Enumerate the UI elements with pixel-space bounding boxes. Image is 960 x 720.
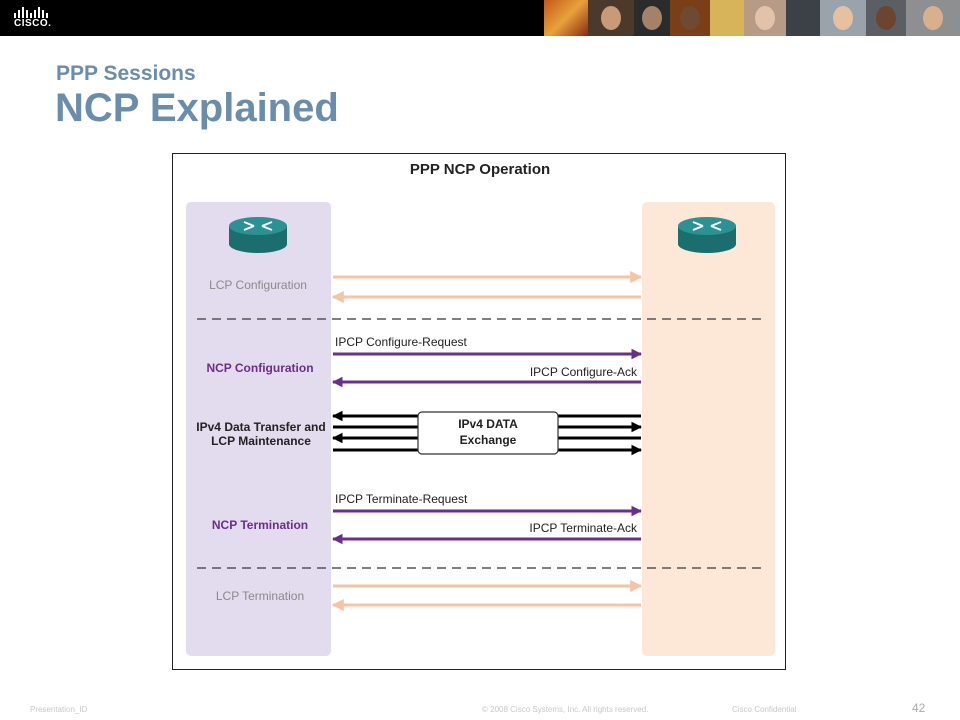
diagram-title: PPP NCP Operation xyxy=(410,161,550,178)
right-endpoint-column xyxy=(642,202,775,656)
right-router-icon xyxy=(678,217,736,253)
cisco-bridge-logo-icon xyxy=(14,7,48,18)
ncp-termination-label: NCP Termination xyxy=(212,518,308,532)
ipcp-configure-ack-label: IPCP Configure-Ack xyxy=(530,365,638,379)
diagram-canvas: PPP NCP Operation LCP Configuration NCP … xyxy=(186,161,775,656)
photo-pattern xyxy=(710,0,744,36)
cisco-wordmark: CISCO. xyxy=(14,18,52,29)
footer-presentation-id: Presentation_ID xyxy=(30,705,88,714)
slide-title: NCP Explained xyxy=(55,86,339,130)
footer-confidential: Cisco Confidential xyxy=(732,705,797,714)
photo-person xyxy=(906,0,960,36)
cisco-logo: CISCO. xyxy=(8,5,58,31)
data-transfer-label-line1: IPv4 Data Transfer and xyxy=(196,420,325,434)
ipcp-terminate-ack-label: IPCP Terminate-Ack xyxy=(529,521,638,535)
photo-person xyxy=(588,0,634,36)
ppp-ncp-operation-diagram: PPP NCP Operation LCP Configuration NCP … xyxy=(172,153,786,670)
left-endpoint-column xyxy=(186,202,331,656)
photo-person xyxy=(744,0,786,36)
people-photo-strip xyxy=(544,0,960,36)
ncp-configuration-label: NCP Configuration xyxy=(206,361,313,375)
photo-person xyxy=(820,0,866,36)
ipcp-configure-request-label: IPCP Configure-Request xyxy=(335,335,468,349)
ipv4-data-exchange-box xyxy=(417,411,559,455)
data-box-line2: Exchange xyxy=(460,433,517,447)
data-box-line1: IPv4 DATA xyxy=(458,417,518,431)
footer-copyright: © 2008 Cisco Systems, Inc. All rights re… xyxy=(482,705,649,714)
lcp-configuration-label: LCP Configuration xyxy=(209,278,307,292)
page-number: 42 xyxy=(912,701,926,715)
photo-person xyxy=(670,0,710,36)
lcp-termination-label: LCP Termination xyxy=(216,589,304,603)
photo-person xyxy=(634,0,670,36)
header-bar: CISCO. xyxy=(0,0,960,36)
photo-pattern xyxy=(544,0,588,36)
photo-pattern xyxy=(786,0,820,36)
photo-person xyxy=(866,0,906,36)
ipcp-terminate-request-label: IPCP Terminate-Request xyxy=(335,492,468,506)
data-transfer-label-line2: LCP Maintenance xyxy=(211,434,311,448)
slide-subtitle: PPP Sessions xyxy=(56,62,196,85)
left-router-icon xyxy=(229,217,287,253)
